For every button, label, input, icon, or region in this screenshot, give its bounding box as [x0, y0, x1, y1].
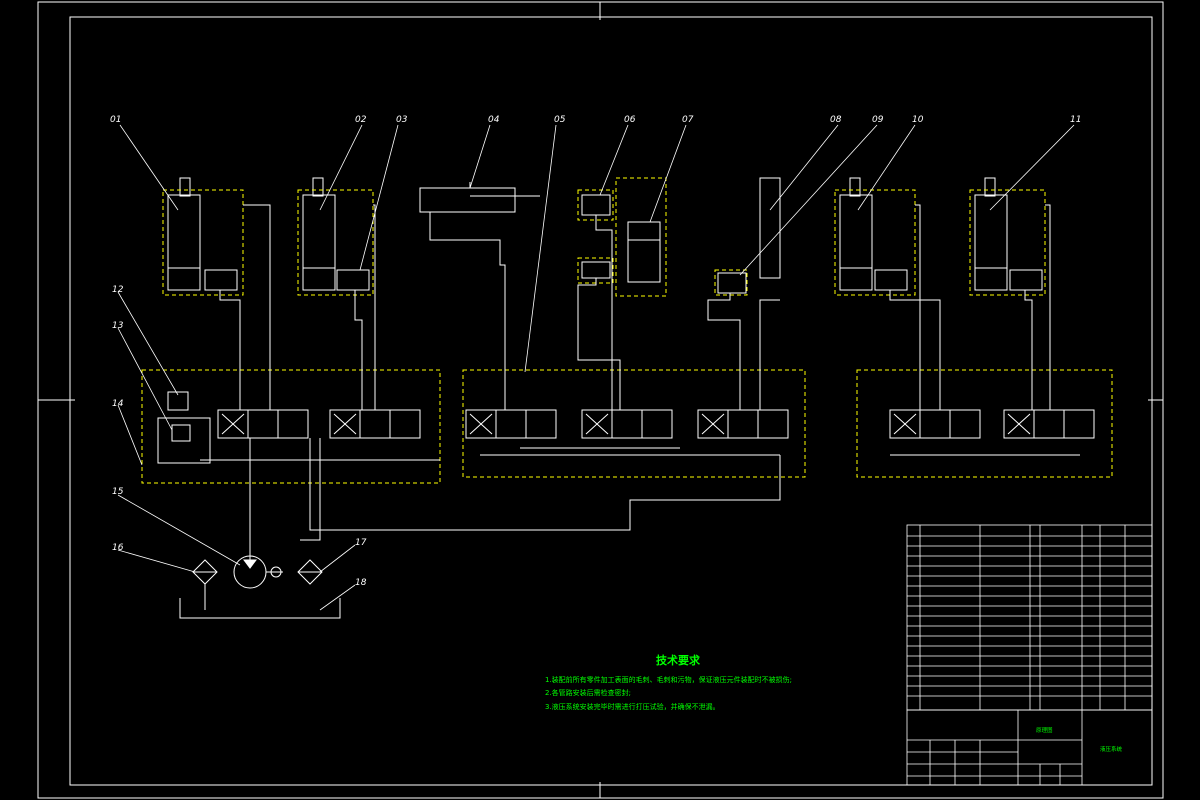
balloon-labels: 01 02 03 04 05 06 07 08 09 10 11 12 13 1… [110, 115, 1081, 588]
balloon-12: 12 [112, 285, 124, 295]
balloon-03: 03 [396, 115, 408, 125]
leader-lines [117, 124, 1075, 611]
balloon-14: 14 [112, 399, 124, 409]
balloon-11: 11 [1070, 115, 1081, 125]
piping [179, 204, 1080, 619]
balloon-07: 07 [682, 115, 694, 125]
notes-title: 技术要求 [656, 653, 701, 667]
balloon-04: 04 [488, 115, 500, 125]
dashed-boundaries [141, 177, 1113, 484]
technical-notes: 技术要求 1.装配前所有零件加工表面的毛刺、毛刺和污物，保证液压元件装配时不被损… [545, 653, 792, 711]
balloon-02: 02 [355, 115, 367, 125]
notes-line-1: 1.装配前所有零件加工表面的毛刺、毛刺和污物，保证液压元件装配时不被损伤; [545, 675, 792, 684]
check-valves [204, 194, 1043, 294]
pump-and-filters [192, 555, 323, 610]
drawing-frame [37, 1, 1164, 799]
system-name: 液压系统 [1100, 745, 1123, 753]
drawing-name: 原理图 [1036, 726, 1053, 734]
balloon-08: 08 [830, 115, 842, 125]
balloon-05: 05 [554, 115, 566, 125]
balloon-13: 13 [112, 321, 124, 331]
balloon-06: 06 [624, 115, 636, 125]
balloon-16: 16 [112, 543, 124, 553]
balloon-15: 15 [112, 487, 124, 497]
balloon-10: 10 [912, 115, 924, 125]
balloon-18: 18 [355, 578, 367, 588]
balloon-17: 17 [355, 538, 367, 548]
cylinders [167, 177, 1008, 291]
notes-line-3: 3.液压系统安装完毕时需进行打压试验，并确保不泄漏。 [545, 702, 720, 711]
balloon-09: 09 [872, 115, 884, 125]
directional-valves [157, 391, 1095, 464]
balloon-01: 01 [110, 115, 121, 125]
title-block-text: 原理图 液压系统 [1036, 726, 1123, 753]
parts-list-table [906, 524, 1153, 786]
notes-line-2: 2.各管路安装后需检查密封; [545, 688, 631, 697]
